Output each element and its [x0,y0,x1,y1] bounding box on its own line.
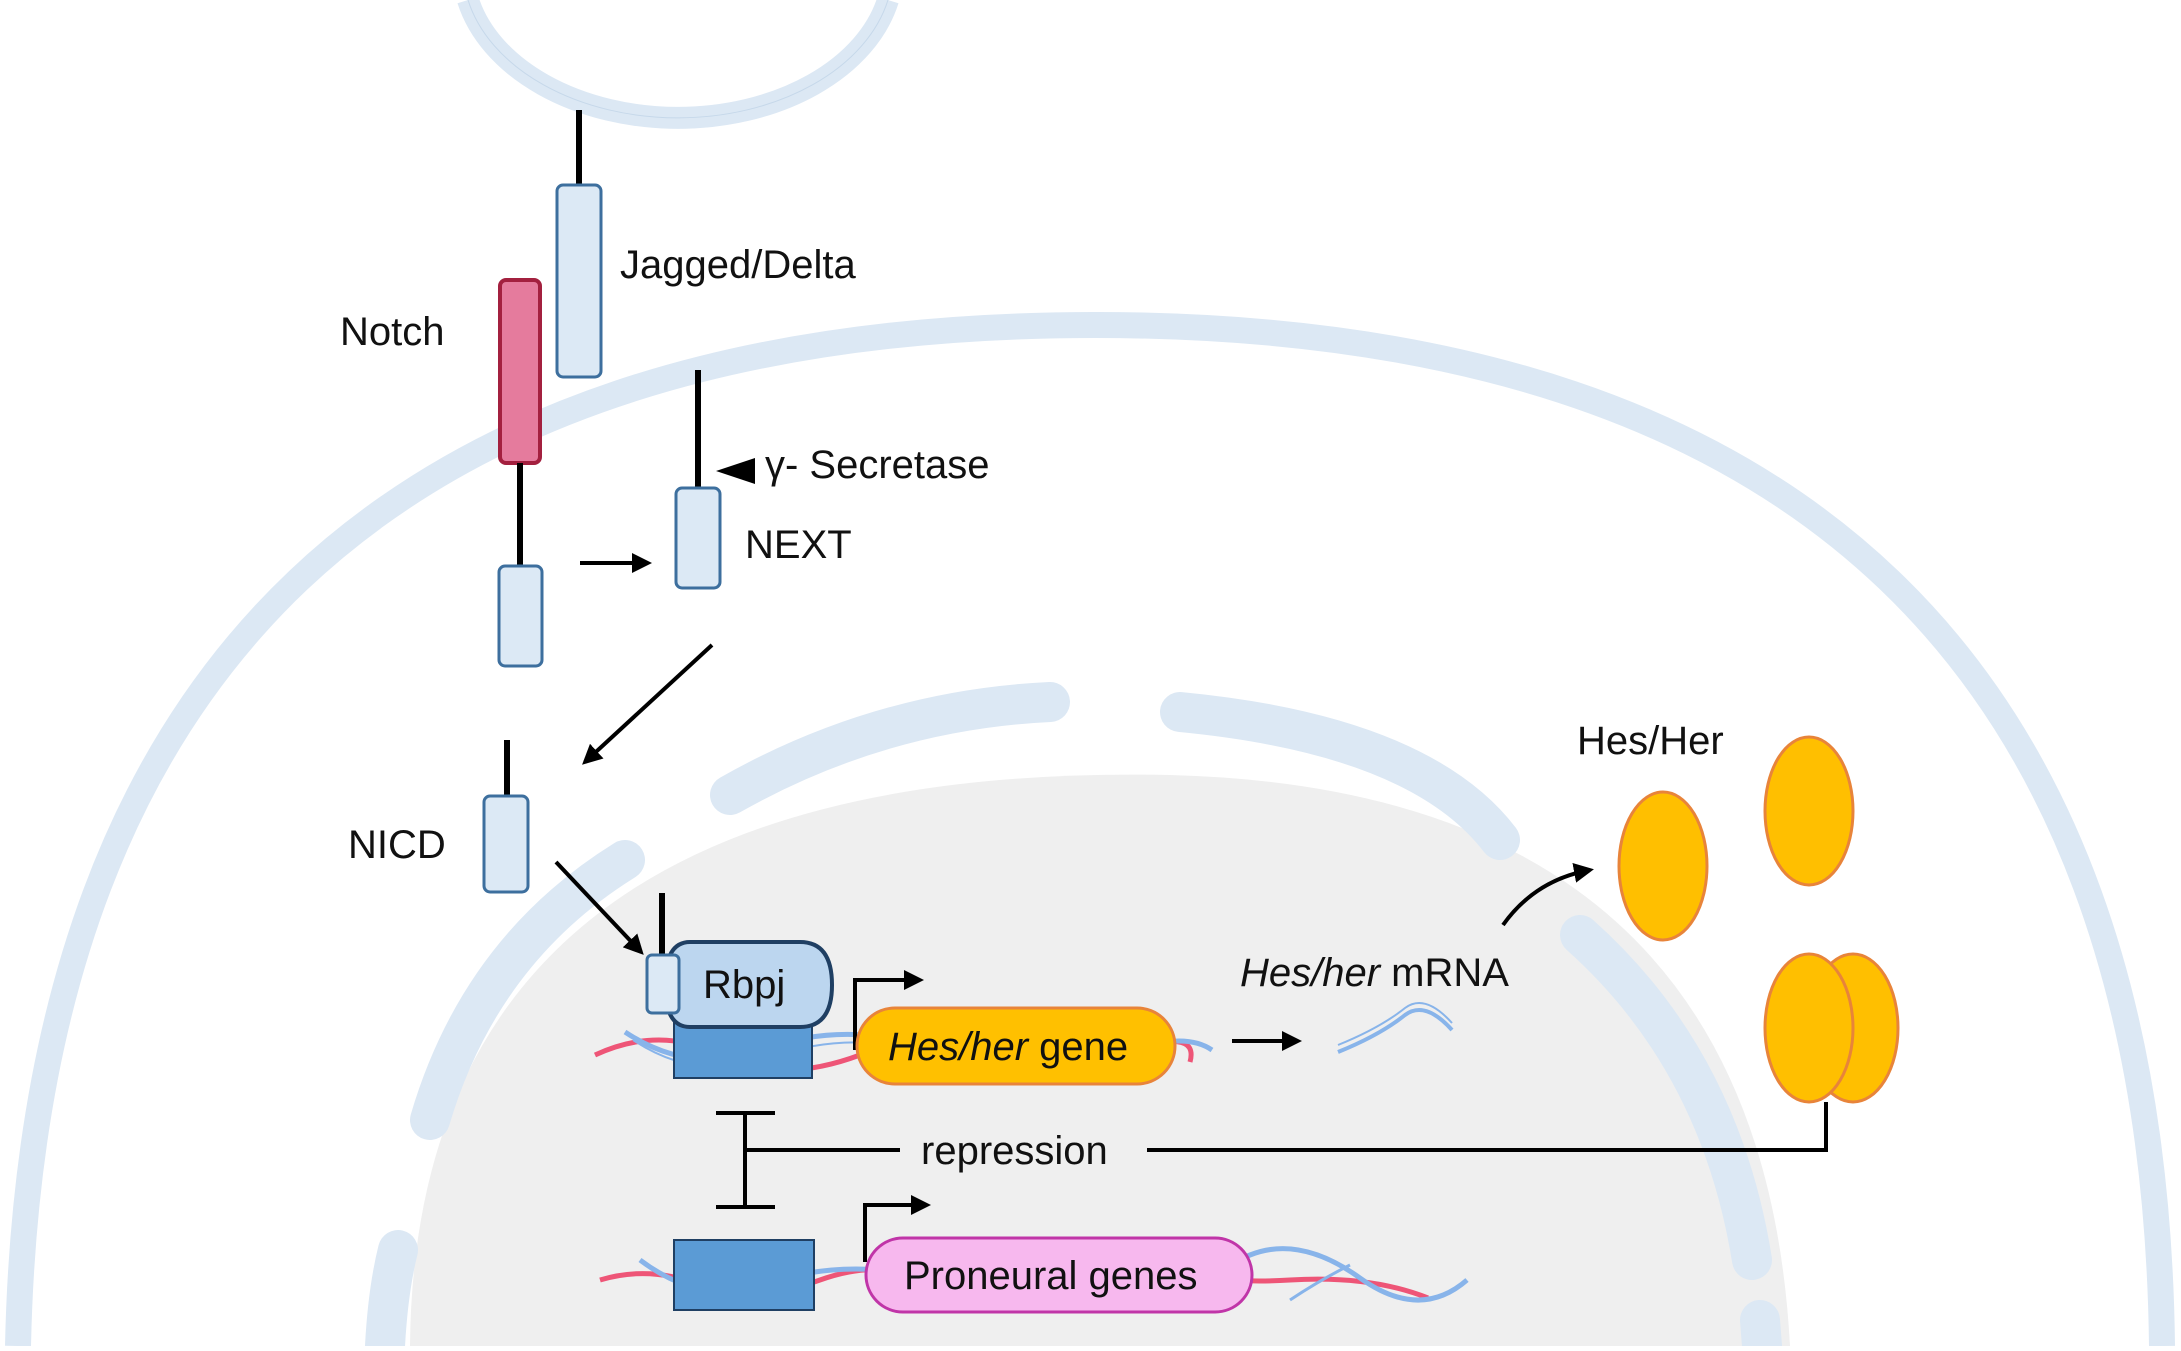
jagged-delta-label: Jagged/Delta [620,243,856,287]
nuclear-entry-arrow [554,860,644,955]
neighbor-cell-membrane [457,0,899,129]
hes-her-proteins [1617,735,1900,1104]
hes-her-gene [855,1006,1177,1086]
hes-her-mrna [1337,1002,1454,1054]
gamma-secretase-pointer [716,458,755,484]
translation-arrow [1501,863,1594,927]
notch-receptor [497,278,544,668]
rbpj-label: Rbpj [703,963,785,1007]
next-fragment [674,370,722,590]
repression-label: repression [921,1129,1108,1173]
nicd-label: NICD [348,823,446,867]
nicd-bound-rbpj [645,953,681,1015]
cell-membrane [5,311,2175,1347]
hes-her-gene-label: Hes/her gene [888,1025,1128,1069]
hes-transcription-arrow [853,970,924,1050]
repression-inhibitor [716,1102,1828,1209]
gamma-secretase-label: γ- Secretase [765,443,990,487]
hes-her-protein-label: Hes/Her [1577,719,1724,763]
proneural-genes [864,1236,1254,1314]
proneural-genes-label: Proneural genes [904,1254,1198,1298]
nuclear-envelope [365,682,1782,1351]
nicd-fragment [482,740,530,894]
jagged-delta-ligand [555,110,603,379]
proneural-transcription-arrow [863,1195,931,1262]
hes-her-mrna-label: Hes/her mRNA [1240,951,1509,995]
next-label: NEXT [745,523,852,567]
repressed-dna-box [673,1239,815,1311]
release-arrow [582,643,714,765]
notch-label: Notch [340,310,445,354]
